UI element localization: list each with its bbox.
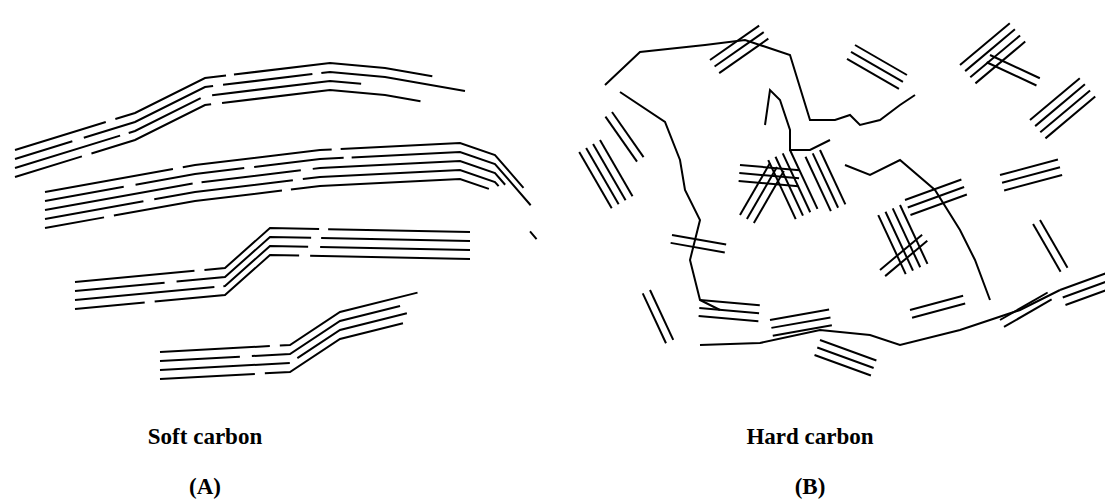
soft-carbon-layers [15,63,540,379]
panel-letter: (B) [795,474,826,500]
panel-caption: Hard carbon [746,424,873,450]
panel-letter: (A) [189,474,221,500]
hard-carbon-domains [579,23,1105,375]
panel-caption: Soft carbon [148,424,262,450]
